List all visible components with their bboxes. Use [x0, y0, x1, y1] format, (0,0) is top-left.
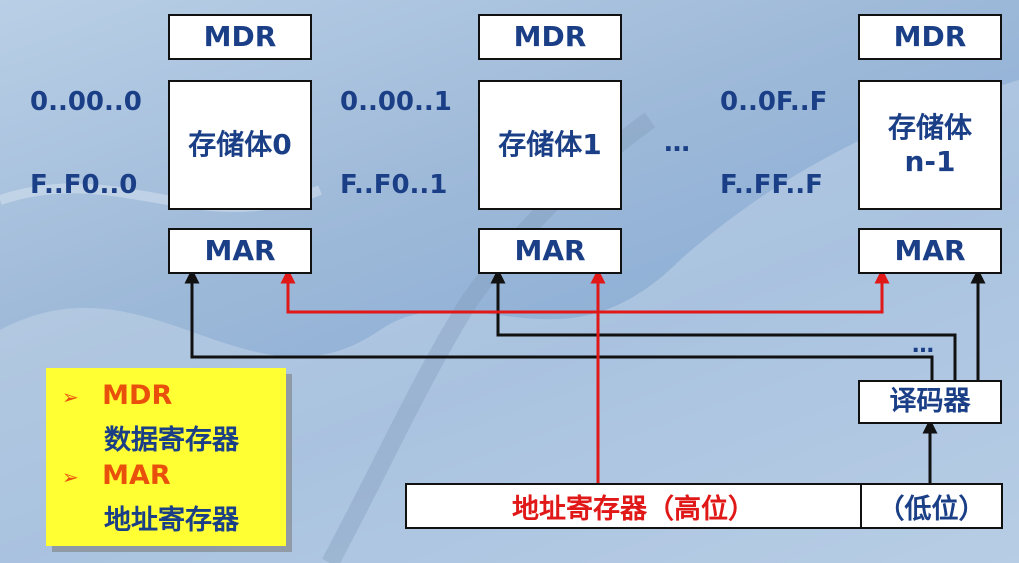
address-register-high: 地址寄存器（高位）: [407, 485, 862, 527]
legend-panel: ➢ MDR 数据寄存器 ➢ MAR 地址寄存器: [46, 368, 286, 546]
address-register: 地址寄存器（高位） （低位）: [405, 483, 1003, 529]
address-register-low: （低位）: [877, 493, 986, 525]
high-address-bus: [280, 268, 890, 314]
legend-item-mar: ➢ MAR: [62, 460, 171, 491]
bankn-start-address: 0..0F..F: [720, 87, 828, 117]
decoder-line-bank1: [490, 268, 957, 380]
bank-n-name-line2: n-1: [904, 145, 956, 178]
legend-mar-desc: 地址寄存器: [104, 505, 239, 536]
bank-n-name-line1: 存储体: [887, 111, 972, 145]
legend-item-mdr: ➢ MDR: [62, 380, 172, 411]
legend-mar-abbr: MAR: [102, 460, 171, 491]
bankn-end-address: F..FF..F: [720, 170, 823, 200]
legend-mdr-abbr: MDR: [102, 380, 173, 411]
mdr-box-bankn: MDR: [858, 14, 1002, 60]
legend-mdr-desc: 数据寄存器: [104, 425, 239, 456]
mdr-box-bank1: MDR: [478, 14, 622, 60]
memory-bank-n-1: 存储体 n-1: [858, 80, 1002, 210]
decoder-ellipsis: …: [912, 333, 934, 358]
bank0-end-address: F..F0..0: [30, 170, 138, 200]
mdr-box-bank0: MDR: [168, 14, 312, 60]
memory-bank-0: 存储体0: [168, 80, 312, 210]
mar-box-bank1: MAR: [478, 228, 622, 274]
bullet-arrow-icon: ➢: [62, 385, 79, 409]
banks-ellipsis: …: [664, 128, 690, 158]
decoder-line-bank0: [184, 268, 934, 380]
bank0-start-address: 0..00..0: [30, 87, 142, 117]
mar-box-bank0: MAR: [168, 228, 312, 274]
memory-bank-1: 存储体1: [478, 80, 622, 210]
decoder-box: 译码器: [858, 380, 1002, 424]
bank1-start-address: 0..00..1: [340, 87, 452, 117]
bank1-end-address: F..F0..1: [340, 170, 448, 200]
bullet-arrow-icon: ➢: [62, 465, 79, 489]
mar-box-bankn: MAR: [858, 228, 1002, 274]
